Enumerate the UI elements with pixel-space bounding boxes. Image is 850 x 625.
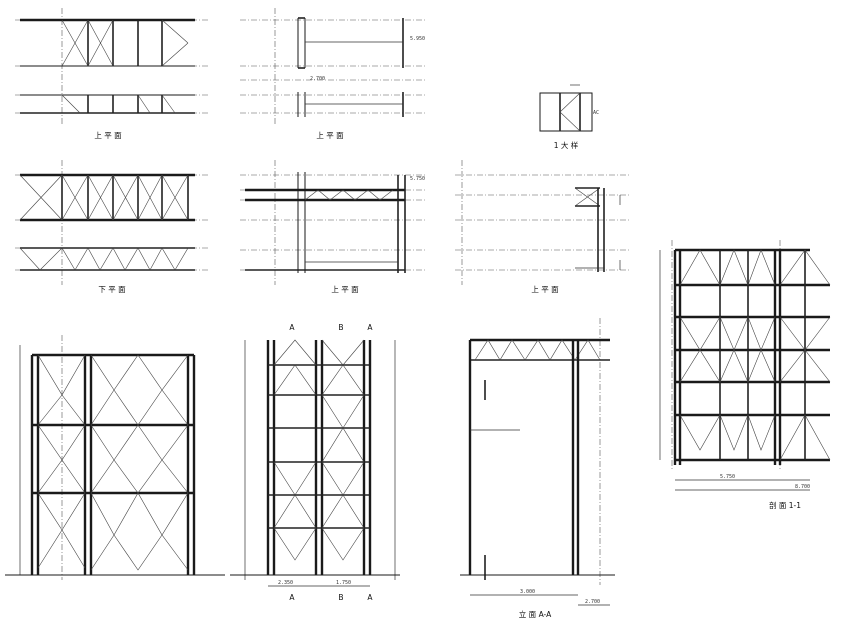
svg-text:5.750: 5.750: [410, 176, 425, 182]
detail-1: AC 1 大 样: [539, 84, 599, 150]
plan-view-1: 上 平 面: [15, 8, 210, 140]
plan-view-4: 5.750 上 平 面: [240, 160, 425, 294]
plan-view-5: 上 平 面: [455, 160, 630, 294]
svg-text:8.700: 8.700: [795, 484, 810, 490]
svg-text:1.750: 1.750: [336, 580, 351, 586]
caption-view-4: 上 平 面: [331, 285, 359, 294]
plan-view-3: 下 平 面: [15, 160, 210, 294]
caption-section-c: 立 面 A-A: [519, 609, 552, 619]
svg-text:A: A: [289, 593, 295, 602]
caption-view-3: 下 平 面: [98, 285, 126, 294]
plan-view-2: 5.950 2.700 上 平 面: [240, 8, 425, 140]
caption-detail: 1 大 样: [554, 140, 579, 150]
svg-text:B: B: [338, 593, 343, 602]
svg-text:5.950: 5.950: [410, 36, 425, 42]
svg-text:2.700: 2.700: [585, 599, 600, 605]
caption-view-1: 上 平 面: [94, 131, 122, 140]
svg-text:2.700: 2.700: [310, 76, 325, 82]
caption-view-2: 上 平 面: [316, 131, 344, 140]
svg-text:2.350: 2.350: [278, 580, 293, 586]
svg-text:3.000: 3.000: [520, 589, 535, 595]
elevation-left: [5, 335, 225, 580]
caption-section-d: 剖 面 1-1: [769, 500, 801, 510]
svg-text:AC: AC: [593, 110, 599, 116]
section-a-view: A B A 2.350 1.750 A B A: [230, 323, 400, 602]
svg-text:B: B: [338, 323, 343, 332]
svg-text:A: A: [367, 323, 373, 332]
section-d-view: 5.750 8.700 剖 面 1-1: [659, 240, 831, 510]
svg-text:A: A: [367, 593, 373, 602]
section-c-view: 3.000 2.700 立 面 A-A: [460, 318, 615, 619]
svg-text:5.750: 5.750: [720, 474, 735, 480]
svg-text:A: A: [289, 323, 295, 332]
caption-view-5: 上 平 面: [531, 285, 559, 294]
